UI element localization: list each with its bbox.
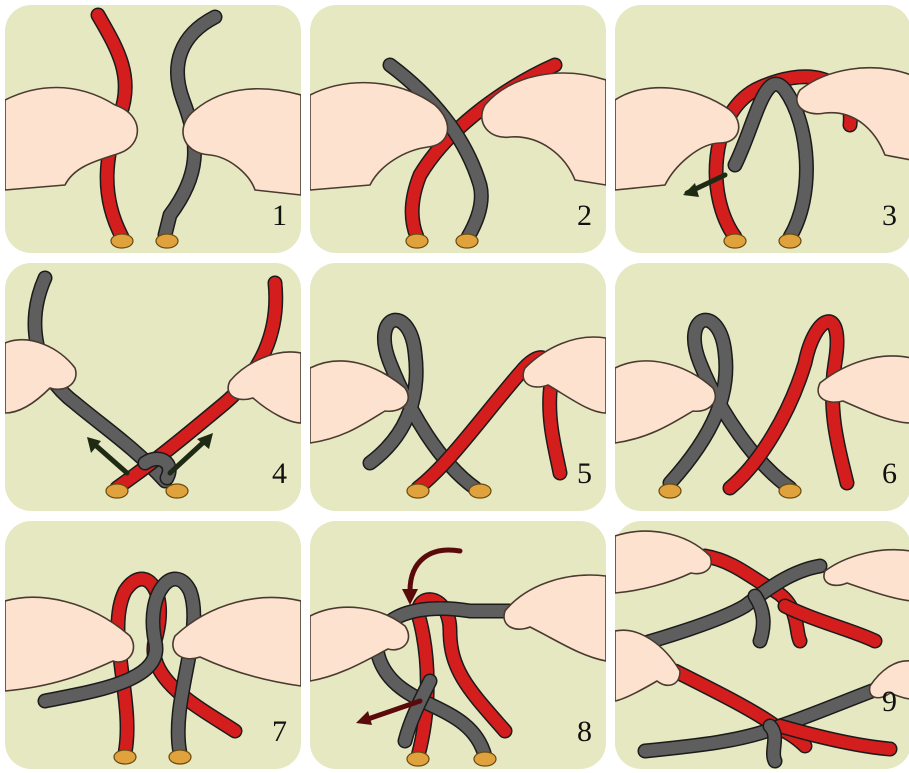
eyelet xyxy=(406,234,428,248)
step-panel-2: 2 xyxy=(310,5,606,253)
step-illustration-7 xyxy=(5,521,301,769)
step-panel-3: 3 xyxy=(615,5,909,253)
step-number-1: 1 xyxy=(272,201,287,231)
eyelet xyxy=(169,750,191,764)
step-illustration-3 xyxy=(615,5,909,253)
grey-lace xyxy=(770,726,775,761)
step-illustration-8 xyxy=(310,521,606,769)
eyelet xyxy=(779,484,801,498)
eyelet xyxy=(469,484,491,498)
step-number-8: 8 xyxy=(577,717,592,747)
eyelet xyxy=(659,484,681,498)
eyelet xyxy=(407,752,429,766)
eyelet xyxy=(106,484,128,498)
step-number-9: 9 xyxy=(882,687,897,717)
step-panel-6: 6 xyxy=(615,263,909,511)
eyelet xyxy=(111,234,133,248)
eyelet xyxy=(724,234,746,248)
step-illustration-9 xyxy=(615,521,909,769)
step-illustration-5 xyxy=(310,263,606,511)
step-number-4: 4 xyxy=(272,459,287,489)
eyelet xyxy=(166,484,188,498)
step-panel-4: 4 xyxy=(5,263,301,511)
step-panel-8: 8 xyxy=(310,521,606,769)
step-panel-9: 9 xyxy=(615,521,909,769)
eyelet xyxy=(114,750,136,764)
eyelet xyxy=(779,234,801,248)
step-illustration-6 xyxy=(615,263,909,511)
step-panel-5: 5 xyxy=(310,263,606,511)
step-panel-7: 7 xyxy=(5,521,301,769)
eyelet xyxy=(474,752,496,766)
eyelet xyxy=(407,484,429,498)
eyelet xyxy=(456,234,478,248)
step-number-2: 2 xyxy=(577,201,592,231)
step-number-3: 3 xyxy=(882,201,897,231)
step-illustration-4 xyxy=(5,263,301,511)
eyelet xyxy=(156,234,178,248)
step-number-6: 6 xyxy=(882,459,897,489)
step-number-5: 5 xyxy=(577,459,592,489)
step-illustration-2 xyxy=(310,5,606,253)
step-number-7: 7 xyxy=(272,717,287,747)
step-illustration-1 xyxy=(5,5,301,253)
step-panel-1: 1 xyxy=(5,5,301,253)
